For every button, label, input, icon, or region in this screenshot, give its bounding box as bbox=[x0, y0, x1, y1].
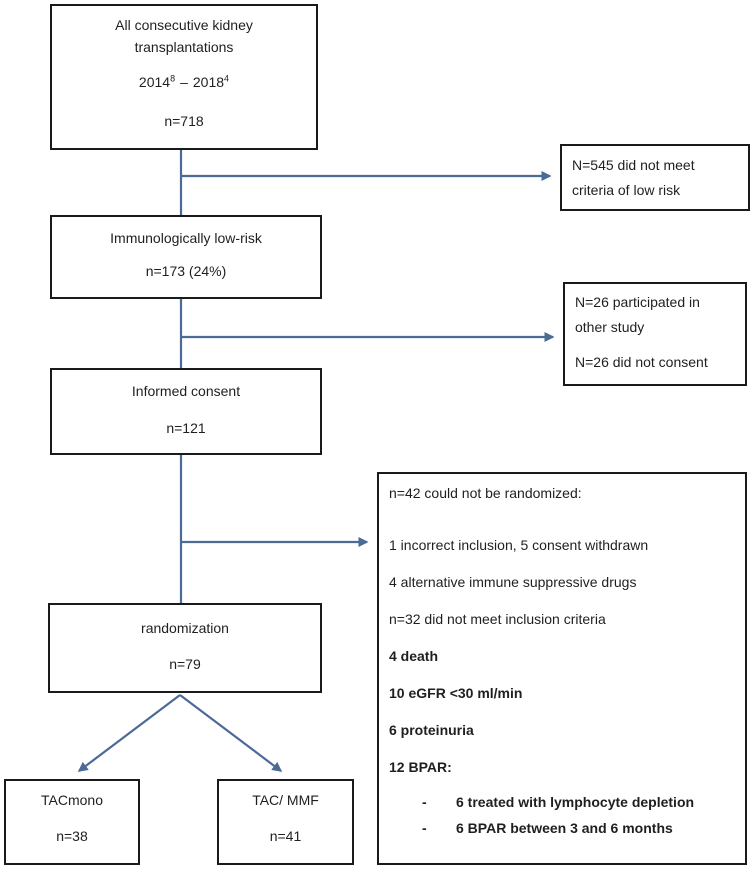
enrollment-count: n=718 bbox=[164, 113, 204, 129]
randomization-count: n=79 bbox=[169, 656, 201, 672]
not-randomized-line: n=32 did not meet inclusion criteria bbox=[389, 611, 606, 627]
arrow-to-tacmono bbox=[77, 694, 181, 772]
not-randomized-bullet: -6 BPAR between 3 and 6 months bbox=[389, 817, 735, 839]
lowrisk-title: Immunologically low-risk bbox=[110, 230, 262, 246]
not-randomized-line-bold: 12 BPAR: bbox=[389, 759, 452, 775]
consent-box: Informed consent n=121 bbox=[50, 368, 322, 455]
lowrisk-box: Immunologically low-risk n=173 (24%) bbox=[50, 215, 322, 299]
consent-count: n=121 bbox=[166, 420, 206, 436]
bullet-dash: - bbox=[422, 820, 427, 836]
not-randomized-title: n=42 could not be randomized: bbox=[389, 485, 582, 501]
not-randomized-line-bold: 10 eGFR <30 ml/min bbox=[389, 685, 523, 701]
exclusion-lowrisk-text: N=545 did not meet criteria of low risk bbox=[572, 157, 695, 198]
not-randomized-bullet: -6 treated with lymphocyte depletion bbox=[389, 791, 735, 813]
exclusion-consent-line2: N=26 did not consent bbox=[575, 354, 708, 370]
exclusion-consent-box: N=26 participated in other study N=26 di… bbox=[563, 282, 747, 386]
not-randomized-box: n=42 could not be randomized: 1 incorrec… bbox=[377, 472, 747, 865]
enrollment-box: All consecutive kidney transplantations … bbox=[50, 4, 318, 150]
enrollment-period: 20148–20184 bbox=[138, 73, 230, 90]
arm-tacmmf-count: n=41 bbox=[269, 828, 302, 844]
arm-tacmmf-title: TAC/ MMF bbox=[252, 792, 319, 808]
exclusion-lowrisk-box: N=545 did not meet criteria of low risk bbox=[560, 144, 750, 211]
not-randomized-line-bold: 6 proteinuria bbox=[389, 722, 474, 738]
enrollment-title-line1: All consecutive kidney bbox=[115, 17, 253, 33]
arm-tacmmf-box: TAC/ MMF n=41 bbox=[217, 779, 354, 865]
lowrisk-count: n=173 (24%) bbox=[145, 263, 227, 279]
bullet-dash: - bbox=[422, 794, 427, 810]
randomization-box: randomization n=79 bbox=[48, 603, 322, 693]
not-randomized-line: 4 alternative immune suppressive drugs bbox=[389, 574, 637, 590]
arm-tacmono-title: TACmono bbox=[41, 792, 103, 808]
consent-title: Informed consent bbox=[131, 383, 241, 399]
not-randomized-line-bold: 4 death bbox=[389, 648, 439, 664]
arm-tacmono-box: TACmono n=38 bbox=[4, 779, 140, 865]
randomization-title: randomization bbox=[141, 620, 229, 636]
not-randomized-line: 1 incorrect inclusion, 5 consent withdra… bbox=[389, 537, 649, 553]
arm-tacmono-count: n=38 bbox=[56, 828, 88, 844]
arrow-to-tacmmf bbox=[179, 694, 283, 772]
exclusion-consent-line1: N=26 participated in other study bbox=[575, 294, 700, 335]
enrollment-title-line2: transplantations bbox=[134, 39, 234, 55]
